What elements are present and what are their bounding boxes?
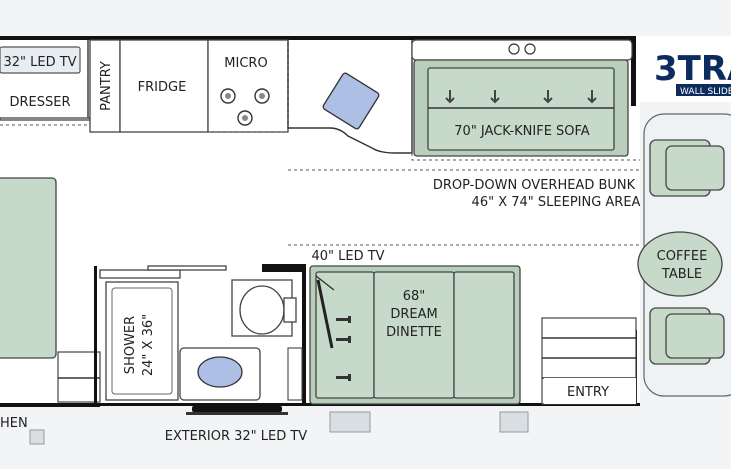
exterior-tv: EXTERIOR 32" LED TV bbox=[165, 406, 308, 444]
top-wall-slide bbox=[412, 36, 635, 40]
stove-area: MICRO bbox=[207, 39, 289, 133]
kitchen-island: HEN bbox=[0, 177, 101, 431]
dream-dinette: 40" LED TV 68" DREAM DINETTE bbox=[309, 249, 521, 405]
tv-32-label: 32" LED TV bbox=[3, 55, 76, 70]
entry-steps: ENTRY bbox=[541, 317, 637, 405]
dinette-size: 68" bbox=[403, 289, 426, 304]
bunk-size: 46" X 74" SLEEPING AREA bbox=[472, 195, 641, 210]
bottom-wall-left bbox=[0, 403, 100, 407]
logo-sub: WALL SLIDE bbox=[680, 87, 731, 97]
coffee-label-1: COFFEE bbox=[657, 249, 708, 264]
fridge-label: FRIDGE bbox=[138, 80, 187, 95]
brand-logo: 3TRA WALL SLIDE bbox=[636, 36, 731, 102]
dresser-area: 32" LED TV DRESSER bbox=[0, 40, 91, 121]
coffee-table bbox=[637, 231, 723, 297]
bathroom: SHOWER 24" X 36" bbox=[94, 264, 306, 406]
dinette-word-1: DREAM bbox=[390, 307, 437, 322]
kitchen-counter bbox=[287, 40, 413, 154]
logo-text: 3TRA bbox=[654, 49, 731, 89]
sofa-label: 70" JACK-KNIFE SOFA bbox=[454, 124, 590, 139]
coffee-label-2: TABLE bbox=[661, 267, 702, 282]
dinette-word-2: DINETTE bbox=[386, 325, 442, 340]
right-wall-upper bbox=[631, 36, 636, 106]
pantry-fridge: PANTRY FRIDGE bbox=[89, 39, 209, 133]
exterior-bays bbox=[0, 411, 731, 469]
dresser-label: DRESSER bbox=[9, 95, 70, 110]
cab-area: COFFEE TABLE bbox=[637, 113, 731, 397]
jack-knife-sofa: 70" JACK-KNIFE SOFA bbox=[411, 39, 633, 157]
toilet bbox=[239, 285, 285, 335]
tv-40 bbox=[316, 279, 334, 349]
exterior-tv-label: EXTERIOR 32" LED TV bbox=[165, 429, 308, 444]
micro-label: MICRO bbox=[224, 56, 267, 71]
bath-sink bbox=[197, 356, 243, 388]
tv-40-label: 40" LED TV bbox=[311, 249, 384, 264]
kitchen-label: HEN bbox=[0, 416, 28, 431]
burner-icon bbox=[220, 88, 270, 126]
top-wall bbox=[0, 36, 420, 40]
shower-size: 24" X 36" bbox=[141, 314, 156, 376]
pantry-label: PANTRY bbox=[99, 61, 114, 111]
kitchen-sink bbox=[322, 72, 380, 130]
shower-label: SHOWER bbox=[123, 316, 138, 374]
bunk-title: DROP-DOWN OVERHEAD BUNK bbox=[433, 178, 636, 193]
entry-label: ENTRY bbox=[567, 385, 609, 400]
